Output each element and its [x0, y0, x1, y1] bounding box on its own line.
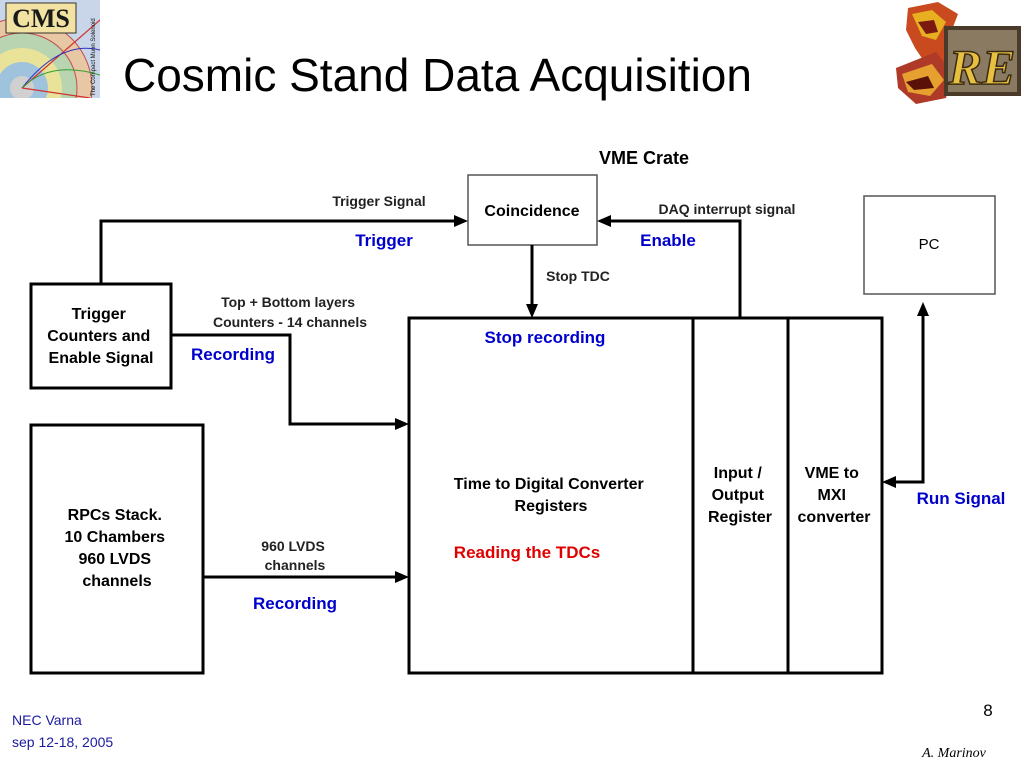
- pc-link-arrow: [882, 302, 929, 488]
- top-bottom-line-2: Counters - 14 channels: [213, 314, 367, 330]
- io-line-1: Input /: [714, 465, 763, 482]
- io-register-label: Input / Output Register: [708, 465, 772, 526]
- trigger-box-line-3: Enable Signal: [49, 350, 154, 367]
- trigger-signal-label: Trigger Signal: [332, 193, 425, 209]
- stop-tdc-arrow: [526, 245, 538, 318]
- daq-interrupt-label: DAQ interrupt signal: [659, 201, 796, 217]
- author-name: A. Marinov: [921, 746, 987, 761]
- stop-tdc-label: Stop TDC: [546, 268, 610, 284]
- pc-label: PC: [919, 236, 940, 253]
- lvds-line-1: 960 LVDS: [261, 538, 325, 554]
- annotation-recording-counters: Recording: [191, 345, 275, 364]
- rpc-box-line-3: 960 LVDS: [78, 551, 151, 568]
- io-line-3: Register: [708, 509, 772, 526]
- rpc-box-line-2: 10 Chambers: [65, 529, 166, 546]
- annotation-trigger: Trigger: [355, 231, 413, 250]
- re-logo-letters: RE: [948, 39, 1016, 95]
- svg-text:RPCs Stack. 10 Chambers: RPCs Stack. 10 Chambers 960 LVDS channel…: [65, 507, 170, 590]
- vme-line-3: converter: [798, 509, 871, 526]
- pc-box: PC: [863, 195, 996, 295]
- annotation-stop-recording: Stop recording: [485, 328, 606, 347]
- tdc-line-2: Registers: [515, 498, 588, 515]
- annotation-reading-tdcs: Reading the TDCs: [454, 543, 600, 562]
- annotation-recording-lvds: Recording: [253, 594, 337, 613]
- rpc-box-line-1: RPCs Stack.: [68, 507, 162, 524]
- rpc-stack-box: RPCs Stack. 10 Chambers 960 LVDS channel…: [29, 423, 205, 675]
- re-logo: RE: [896, 2, 1021, 104]
- vme-mxi-label: VME to MXI converter: [798, 465, 871, 526]
- tdc-line-1: Time to Digital Converter: [454, 476, 644, 493]
- trigger-box-line-2: Counters and: [47, 328, 150, 345]
- vme-line-2: MXI: [818, 487, 846, 504]
- io-line-2: Output: [712, 487, 765, 504]
- counters-arrow: [171, 333, 409, 430]
- footer-dates: sep 12-18, 2005: [12, 734, 113, 750]
- vme-crate-label: VME Crate: [599, 148, 689, 168]
- lvds-line-2: channels: [265, 557, 326, 573]
- vme-crate: Time to Digital Converter Registers Inpu…: [407, 316, 884, 675]
- svg-text:Trigger Counters and: Trigger Counters and Enable Signal: [47, 306, 155, 367]
- trigger-signal-arrow: [99, 215, 468, 284]
- trigger-counters-box: Trigger Counters and Enable Signal: [29, 282, 173, 390]
- page-title: Cosmic Stand Data Acquisition: [123, 49, 752, 101]
- coincidence-box: Coincidence: [467, 174, 598, 246]
- cms-logo-caption: The Compact Muon Solenoid: [91, 18, 97, 96]
- coincidence-label: Coincidence: [484, 203, 579, 220]
- daq-interrupt-arrow: [597, 215, 742, 318]
- annotation-run-signal: Run Signal: [917, 489, 1006, 508]
- tdc-module-label: Time to Digital Converter Registers: [454, 476, 648, 515]
- top-bottom-line-1: Top + Bottom layers: [221, 294, 355, 310]
- lvds-channels-label: 960 LVDS channels: [261, 538, 328, 573]
- trigger-box-line-1: Trigger: [72, 306, 126, 323]
- lvds-arrow: [203, 571, 409, 583]
- rpc-box-line-4: channels: [82, 573, 151, 590]
- vme-line-1: VME to: [805, 465, 859, 482]
- cms-logo: CMS The Compact Muon Solenoid: [0, 0, 100, 98]
- page-number: 8: [983, 701, 992, 720]
- top-bottom-label: Top + Bottom layers Counters - 14 channe…: [213, 294, 367, 330]
- footer-event: NEC Varna: [12, 712, 82, 728]
- cms-logo-text: CMS: [12, 4, 70, 33]
- annotation-enable: Enable: [640, 231, 696, 250]
